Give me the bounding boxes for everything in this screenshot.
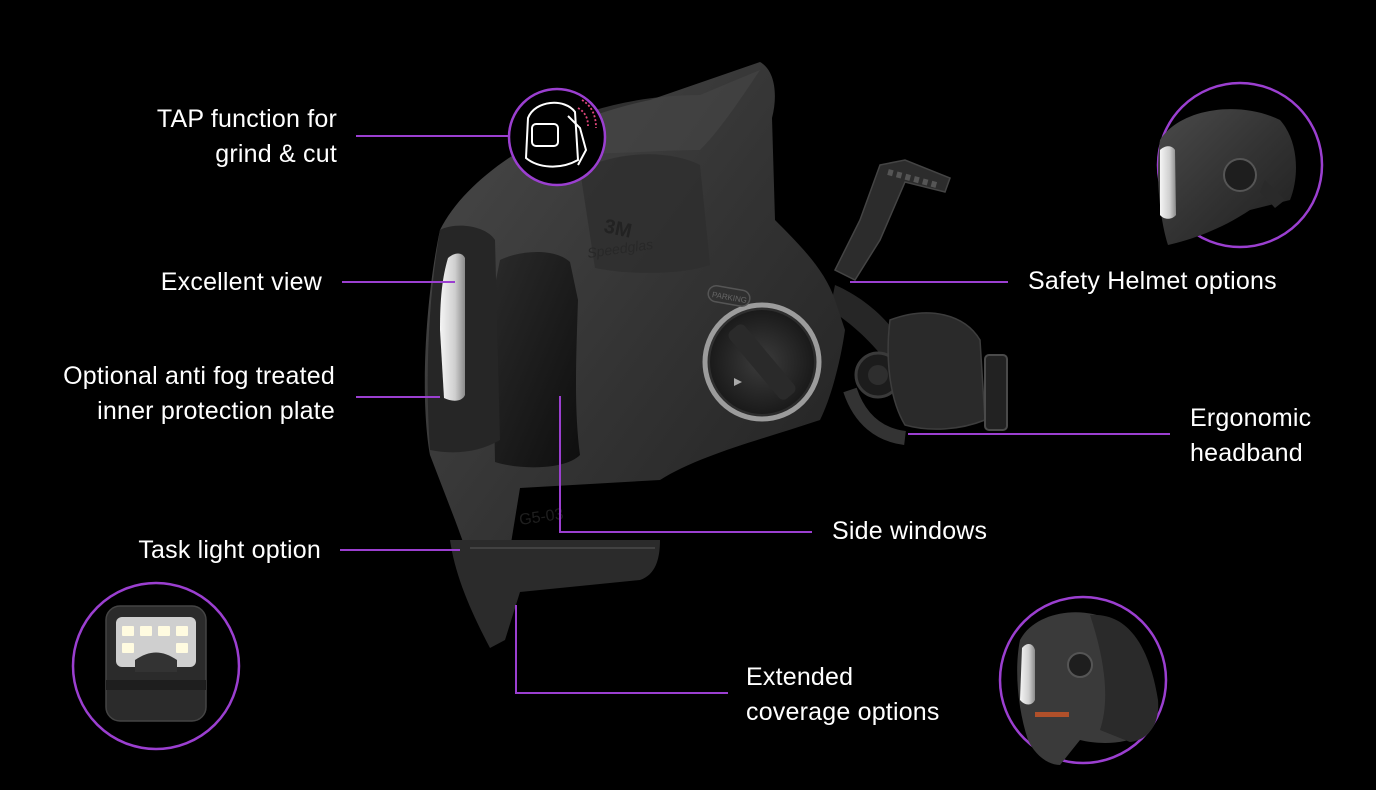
label-task-light: Task light option <box>138 533 321 568</box>
label-side-windows-line-1: Side windows <box>832 517 988 545</box>
safety-helmet-thumbnail <box>1156 81 1324 249</box>
label-extended-coverage-line-2: coverage options <box>746 698 940 726</box>
label-anti-fog: Optional anti fog treated inner protecti… <box>63 359 335 429</box>
leader-line-coverage <box>515 605 728 694</box>
helmet-tap-icon <box>507 87 607 187</box>
task-light-thumbnail <box>71 581 241 751</box>
extended-coverage-thumbnail <box>998 595 1168 765</box>
label-tap-function-line-1: TAP function for <box>156 105 337 133</box>
label-anti-fog-line-1: Optional anti fog treated <box>63 362 335 390</box>
label-excellent-view: Excellent view <box>161 265 322 300</box>
label-task-light-line-1: Task light option <box>138 536 321 564</box>
label-safety-helmet: Safety Helmet options <box>1028 264 1277 299</box>
leader-line-sidewindows <box>559 396 812 533</box>
label-safety-helmet-line-1: Safety Helmet options <box>1028 267 1277 295</box>
label-extended-coverage: Extended coverage options <box>746 660 940 730</box>
label-side-windows: Side windows <box>832 514 987 549</box>
adjustment-knob-ring <box>702 302 822 422</box>
label-extended-coverage-line-1: Extended <box>746 663 854 691</box>
welding-helmet-illustration: 3M Speedglas PARKING G5-03 <box>424 62 1008 648</box>
label-ergonomic-headband-line-2: headband <box>1190 439 1303 467</box>
label-tap-function: TAP function for grind & cut <box>157 102 337 172</box>
side-window <box>492 252 580 468</box>
label-anti-fog-line-2: inner protection plate <box>97 397 335 425</box>
lens-visor <box>440 253 465 401</box>
leader-lines <box>340 135 1170 694</box>
label-ergonomic-headband: Ergonomic headband <box>1190 401 1311 471</box>
model-code-mark: G5-03 <box>518 506 565 529</box>
label-ergonomic-headband-line-1: Ergonomic <box>1190 404 1312 432</box>
label-tap-function-line-2: grind & cut <box>215 140 337 168</box>
helmet-shell <box>424 62 845 640</box>
label-excellent-view-line-1: Excellent view <box>160 268 322 296</box>
headband-illustration <box>830 159 1008 445</box>
